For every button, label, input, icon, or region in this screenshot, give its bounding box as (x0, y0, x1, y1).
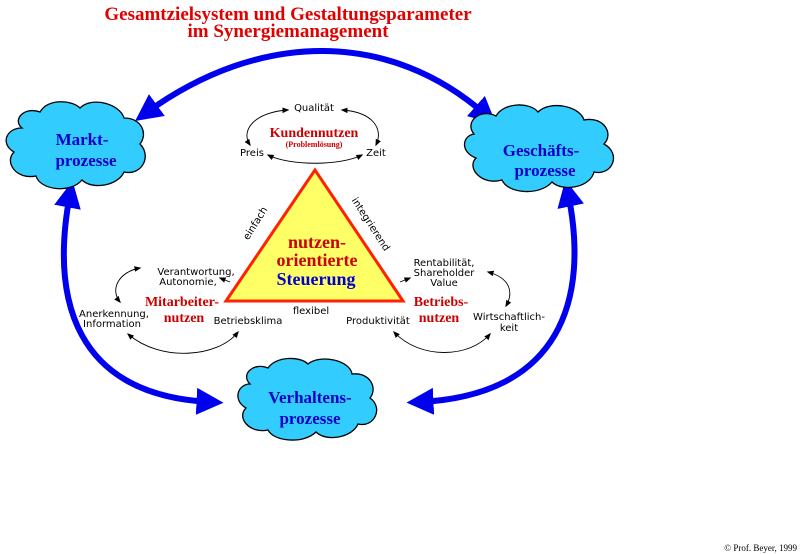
title-line-2: im Synergiemanagement (187, 21, 389, 42)
cloud-marktprozesse-line-1: Markt- (56, 130, 109, 149)
betrieb-title-1: Betriebs- (414, 295, 469, 310)
center-line-2: orientierte (277, 250, 358, 270)
arrow-geschaefts-verhaltens (406, 179, 584, 415)
arrow-markt-geschaefts (135, 48, 497, 124)
cloud-verhaltensprozesse: Verhaltens- prozesse (237, 357, 378, 441)
mitarbeiter-top-2: Autonomie, (159, 277, 217, 288)
kunden-zeit: Zeit (366, 148, 386, 159)
betrieb-arrow-topright (486, 270, 512, 308)
mitarbeiter-arrow-to-triangle (218, 277, 231, 283)
mitarbeiter-bottom: Betriebsklima (214, 316, 283, 327)
central-triangle: nutzen- orientierte Steuerung (223, 167, 406, 303)
mitarbeiter-arrow-topleft (114, 266, 142, 304)
mitarbeiter-arrow-bottom (126, 330, 239, 354)
kunden-subtitle: (Problemlösung) (286, 140, 343, 149)
kunden-arrow-left (244, 107, 290, 147)
kunden-arrow-right (340, 107, 381, 147)
edge-label-einfach: einfach (241, 205, 270, 242)
cloud-marktprozesse: Markt- prozesse (5, 101, 146, 190)
betrieb-arrow-bottom (393, 330, 491, 353)
mitarbeiter-left-1: Anerkennung, (79, 309, 149, 320)
mitarbeiter-title-1: Mitarbeiter- (145, 295, 219, 310)
kunden-quality: Qualität (294, 103, 334, 114)
title-line-1: Gesamtzielsystem und Gestaltungsparamete… (104, 4, 472, 25)
mitarbeiter-top-1: Verantwortung, (157, 267, 234, 278)
betrieb-right-2: keit (500, 323, 518, 334)
kunden-preis: Preis (240, 148, 264, 159)
betrieb-top-1: Rentabilität, (414, 258, 475, 269)
cloud-marktprozesse-line-2: prozesse (55, 151, 117, 170)
cloud-geschaeftsprozesse-line-1: Geschäfts- (503, 141, 580, 160)
center-line-1: nutzen- (288, 232, 346, 252)
mitarbeiter-title-2: nutzen (164, 311, 205, 326)
betrieb-right-1: Wirtschaftlich- (473, 312, 545, 323)
cloud-verhaltensprozesse-line-1: Verhaltens- (268, 388, 352, 407)
betrieb-top-2: Shareholder (414, 268, 476, 279)
copyright: © Prof. Beyer, 1999 (724, 543, 797, 553)
cloud-geschaeftsprozesse-line-2: prozesse (514, 161, 576, 180)
kunden-arrow-bottom (266, 154, 364, 164)
kunden-title: Kundennutzen (270, 126, 359, 141)
mitarbeiternutzen-cluster: Verantwortung, Autonomie, Mitarbeiter- n… (79, 266, 283, 354)
cloud-geschaeftsprozesse: Geschäfts- prozesse (463, 104, 615, 193)
kundennutzen-cluster: Qualität Kundennutzen (Problemlösung) Pr… (240, 103, 386, 164)
mitarbeiter-left-2: Information (83, 319, 141, 330)
center-line-3: Steuerung (276, 269, 355, 289)
betrieb-title-2: nutzen (419, 311, 460, 326)
betrieb-top-3: Value (430, 278, 457, 289)
edge-label-flexibel: flexibel (293, 306, 329, 317)
cloud-verhaltensprozesse-line-2: prozesse (279, 409, 341, 428)
betriebsnutzen-cluster: Rentabilität, Shareholder Value Betriebs… (346, 258, 545, 353)
arrow-markt-verhaltens (54, 180, 224, 415)
betrieb-arrow-to-triangle (399, 277, 412, 283)
betrieb-bottom: Produktivität (346, 316, 410, 327)
